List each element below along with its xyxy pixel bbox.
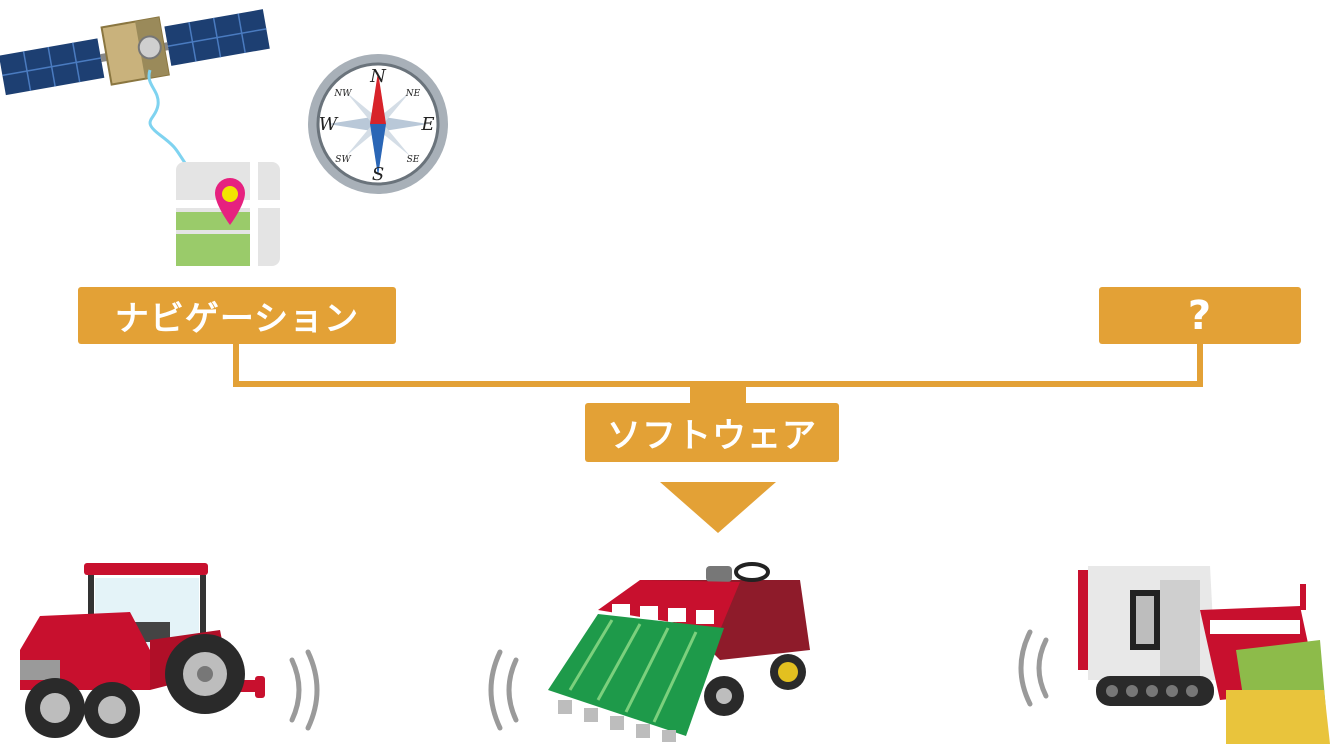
combine-harvester-icon <box>1078 566 1330 744</box>
software-label: ソフトウェア <box>585 403 839 462</box>
navigation-label-text: ナビゲーション <box>114 299 360 339</box>
unknown-label-text: ? <box>1187 292 1213 339</box>
wireless-signal-icon-left-2 <box>1018 629 1049 707</box>
compass-sw: SW <box>335 155 351 165</box>
software-label-text: ソフトウェア <box>607 416 817 456</box>
junction-block <box>690 381 746 403</box>
navigation-label: ナビゲーション <box>78 287 396 344</box>
compass-s: S <box>372 164 384 185</box>
compass-se: SE <box>407 155 420 165</box>
rice-planter-icon <box>548 562 810 742</box>
compass-e: E <box>420 114 434 135</box>
compass-w: W <box>319 114 339 135</box>
compass-n: N <box>369 66 387 87</box>
down-arrow <box>660 482 776 533</box>
wireless-signal-icon-right <box>289 649 320 731</box>
unknown-label: ? <box>1099 287 1301 344</box>
compass-icon <box>308 54 448 194</box>
compass-labels: N S E W NE NW SE SW <box>319 66 435 185</box>
compass-ne: NE <box>405 89 421 99</box>
tractor-icon <box>20 563 265 738</box>
map-pin-icon <box>176 162 280 266</box>
wireless-signal-icon-left <box>488 649 519 731</box>
compass-nw: NW <box>333 89 352 99</box>
